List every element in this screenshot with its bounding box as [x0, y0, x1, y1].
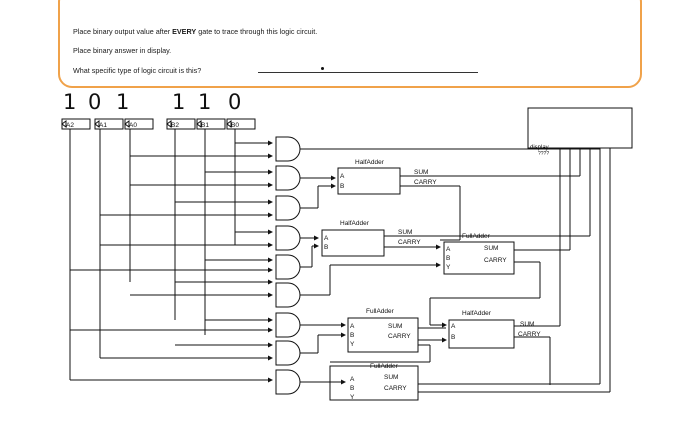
full-adder-3: [329, 365, 419, 401]
fa3-in-c: Y: [350, 394, 355, 401]
fa2-in-a: A: [350, 323, 355, 330]
fa3-sum: SUM: [384, 374, 398, 381]
ha1-carry: CARRY: [414, 179, 437, 186]
and-gate-1: [275, 136, 301, 162]
half-adder-1: [337, 167, 401, 195]
fa2-sum: SUM: [388, 323, 402, 330]
fa1-carry: CARRY: [484, 257, 507, 264]
ha2-carry: CARRY: [398, 239, 421, 246]
input-label-b2: B2: [171, 122, 179, 129]
display-label: display: [530, 145, 549, 151]
and-gate-4: [275, 225, 301, 251]
ha3-sum: SUM: [520, 321, 534, 328]
ha2-in-b: B: [324, 244, 328, 251]
handwritten-digit-5: 1: [198, 90, 212, 114]
ha3-in-b: B: [451, 334, 455, 341]
full-adder-2: [347, 317, 419, 353]
full-adder-1: [443, 241, 515, 275]
ha2-in-a: A: [324, 235, 329, 242]
answer-dot: [321, 67, 324, 70]
and-gate-5: [275, 254, 301, 280]
answer-blank[interactable]: [258, 72, 478, 73]
ha2-sum: SUM: [398, 229, 412, 236]
handwritten-digit-2: 0: [88, 90, 102, 114]
input-label-b0: B0: [231, 122, 239, 129]
input-label-a0: A0: [129, 122, 137, 129]
and-gate-3: [275, 195, 301, 221]
ha3-title: HalfAdder: [462, 310, 492, 317]
fa1-sum: SUM: [484, 245, 498, 252]
ha3-carry: CARRY: [518, 331, 541, 338]
fa3-carry: CARRY: [384, 385, 407, 392]
fa3-in-b: B: [350, 385, 354, 392]
fa2-title: FullAdder: [366, 308, 395, 315]
ha3-in-a: A: [451, 323, 456, 330]
and-gate-9: [275, 369, 301, 395]
display-box: [527, 107, 633, 149]
handwritten-digit-1: 1: [63, 90, 77, 114]
instruction-line-2: Place binary answer in display.: [73, 46, 172, 55]
fa2-in-c: Y: [350, 341, 355, 348]
fa3-title: FullAdder: [370, 363, 399, 370]
fa1-in-b: B: [446, 255, 450, 262]
instruction-card: [58, 0, 642, 88]
half-adder-2: [321, 229, 385, 257]
and-gate-6: [275, 282, 301, 308]
and-gate-2: [275, 165, 301, 191]
instruction-line-3: What specific type of logic circuit is t…: [73, 66, 202, 75]
fa2-carry: CARRY: [388, 333, 411, 340]
handwritten-digit-3: 1: [116, 90, 130, 114]
ha2-title: HalfAdder: [340, 220, 370, 227]
and-gate-8: [275, 340, 301, 366]
input-label-a2: A2: [66, 122, 74, 129]
ha1-in-b: B: [340, 183, 344, 190]
and-gate-7: [275, 312, 301, 338]
fa2-in-b: B: [350, 332, 354, 339]
handwritten-digit-6: 0: [228, 90, 242, 114]
input-label-a1: A1: [99, 122, 107, 129]
ha1-title: HalfAdder: [355, 159, 385, 166]
display-sublabel: ????: [538, 151, 549, 157]
half-adder-3: [448, 319, 515, 349]
instruction-line-1: Place binary output value after EVERY ga…: [73, 27, 318, 36]
input-label-b1: B1: [201, 122, 209, 129]
fa1-title: FullAdder: [462, 233, 491, 240]
fa3-in-a: A: [350, 376, 355, 383]
ha1-sum: SUM: [414, 169, 428, 176]
ha1-in-a: A: [340, 173, 345, 180]
handwritten-digit-4: 1: [172, 90, 186, 114]
fa1-in-a: A: [446, 246, 451, 253]
fa1-in-c: Y: [446, 264, 451, 271]
